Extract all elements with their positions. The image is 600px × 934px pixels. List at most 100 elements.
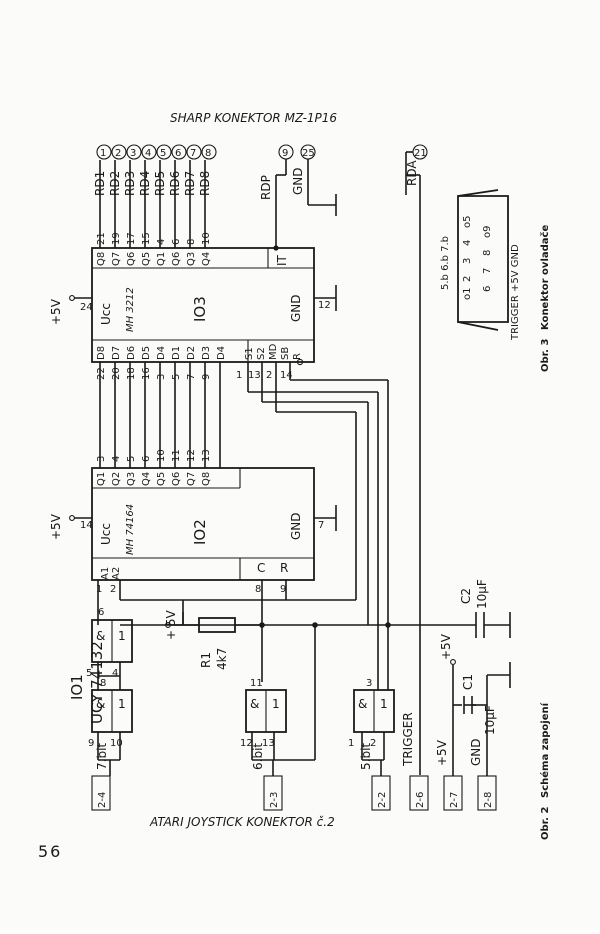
rd-pin: 6: [175, 148, 181, 159]
io2-r-pin: 9: [280, 584, 286, 595]
io2-c-label: C: [257, 561, 265, 575]
io3-pin-1: 1: [236, 370, 242, 381]
io2-plus5v: +5V: [49, 513, 63, 540]
r1-value: 4k7: [215, 648, 229, 670]
io2-q-label: Q7: [186, 472, 197, 486]
gate-4-in-pin-b: 2: [370, 738, 376, 749]
io2-q-pin: 12: [186, 449, 197, 462]
io3-ctrl-label: SB: [280, 347, 291, 360]
gate-4-out-pin: 3: [366, 678, 372, 689]
io3-gnd-pin: 12: [318, 300, 331, 311]
input-6bit-label: 6.bit: [251, 743, 265, 770]
io3-q-label: Q1: [156, 252, 167, 266]
gnd-top-pin: 25: [302, 148, 315, 159]
gate-4-one: 1: [380, 697, 388, 711]
rd-label: RD2: [108, 171, 122, 196]
io2-q-pin: 4: [111, 456, 122, 462]
io3-d-label: D4: [156, 346, 167, 360]
input-6bit-pin: 2-3: [269, 792, 280, 808]
io3-gnd: GND: [289, 294, 303, 322]
input-7bit: 2-4 7.bit: [91, 743, 120, 811]
rda-label: RDA: [405, 160, 419, 186]
io3-type: MH 3212: [125, 287, 136, 332]
rd-pin: 3: [130, 148, 136, 159]
io2-q-label: Q4: [141, 472, 152, 486]
rd-pin-circle: [171, 144, 187, 160]
fig2-text: Schéma zapojení: [539, 702, 551, 798]
gate-1-out-pin: 6: [98, 607, 104, 618]
io2-type: MH 74164: [125, 504, 136, 555]
io3-d-pin: 3: [156, 374, 167, 380]
io2-q-pin: 11: [171, 449, 182, 462]
rda-line: 21 RDA: [405, 144, 428, 775]
io3-q-label: Q5: [141, 252, 152, 266]
rd-label: RD6: [168, 171, 182, 196]
input-6bit: 2-3 6.bit: [251, 743, 283, 811]
rd-pin-circle: [111, 144, 127, 160]
io2-q-pin: 10: [156, 449, 167, 462]
io3-q-pin: 4: [156, 239, 167, 245]
io2-q-label: Q5: [156, 472, 167, 486]
rdp-label: RDP: [259, 175, 273, 200]
io3-q-label: Q6: [171, 252, 182, 266]
rd-pin-circle: [186, 144, 202, 160]
r1-name: R1: [199, 652, 213, 668]
io2-a1-label: A1: [100, 567, 111, 580]
io3-plus5v: +5V: [49, 298, 63, 325]
input-gnd-label: GND: [469, 738, 483, 766]
sharp-connector-title: SHARP KONEKTOR MZ-1P16: [170, 111, 337, 125]
gate-1-nand: &: [96, 629, 105, 643]
io2-c-pin: 8: [255, 584, 261, 595]
io3-q-label: Q4: [201, 252, 212, 266]
gate-2: & 1 8 9 10: [88, 678, 133, 760]
rd-pin-circle: [156, 144, 172, 160]
connector-pin: 7: [482, 268, 493, 274]
io3-vcc-pin: 24: [80, 302, 93, 313]
connector-pin: 4: [462, 240, 473, 246]
gate-2-one: 1: [118, 697, 126, 711]
io3-q-pin: 15: [141, 232, 152, 245]
io3-d-label: D6: [126, 346, 137, 360]
c2-name: C2: [459, 588, 473, 604]
io2-a2-pin: 2: [110, 584, 116, 595]
page-number: 56: [38, 842, 63, 861]
io3-chip: Ucc MH 3212 IO3 GND IT D822D720D618D516D…: [49, 232, 337, 380]
io2-q-pin: 5: [126, 456, 137, 462]
io2-chip: Ucc A1 A2 MH 74164 IO2 GND Q13Q24Q35Q46Q…: [49, 449, 337, 595]
io2-q-label: Q3: [126, 472, 137, 486]
gate-4: & 1 3 1 2: [348, 625, 395, 761]
io2-ucc: Ucc: [99, 523, 113, 545]
rd-pin: 4: [145, 148, 151, 159]
io3-d-pin: 16: [141, 367, 152, 380]
input-trigger-label: TRIGGER: [401, 712, 415, 767]
gate-1: & 1 6 5 4: [86, 607, 133, 690]
c2-value: 10μF: [475, 579, 489, 609]
io3-q-label: Q8: [96, 252, 107, 266]
io3-q-label: Q6: [126, 252, 137, 266]
fig2-caption: Obr. 2 Schéma zapojení: [539, 702, 551, 840]
rd-pin-circle: [201, 144, 217, 160]
reset-bus: C2 10μF R1 4k7 + 5V: [97, 579, 511, 682]
io3-d-label: D8: [96, 346, 107, 360]
io2-q-label: Q6: [171, 472, 182, 486]
io2-q-label: Q8: [201, 472, 212, 486]
io3-d-label: D1: [171, 346, 182, 360]
gate-2-nand: &: [96, 697, 105, 711]
connector-pin: o9: [482, 226, 493, 238]
io3-ctrl-label: S2: [256, 347, 267, 360]
c1-value: 10μF: [483, 705, 497, 735]
io3-ctrl-label: MD: [268, 343, 279, 360]
rdp-line: RDP 9: [259, 144, 294, 251]
gate-1-one: 1: [118, 629, 126, 643]
gate-3-in-pin-a: 12: [240, 738, 253, 749]
io2-q-pin: 13: [201, 449, 212, 462]
io3-d-label: D5: [141, 346, 152, 360]
io3-d-pin: 9: [201, 374, 212, 380]
data-bus-wires: [99, 362, 221, 468]
io3-q-pin: 6: [171, 239, 182, 245]
io2-q-label: Q1: [96, 472, 107, 486]
fig3-text: Konektor ovladače: [539, 225, 551, 330]
